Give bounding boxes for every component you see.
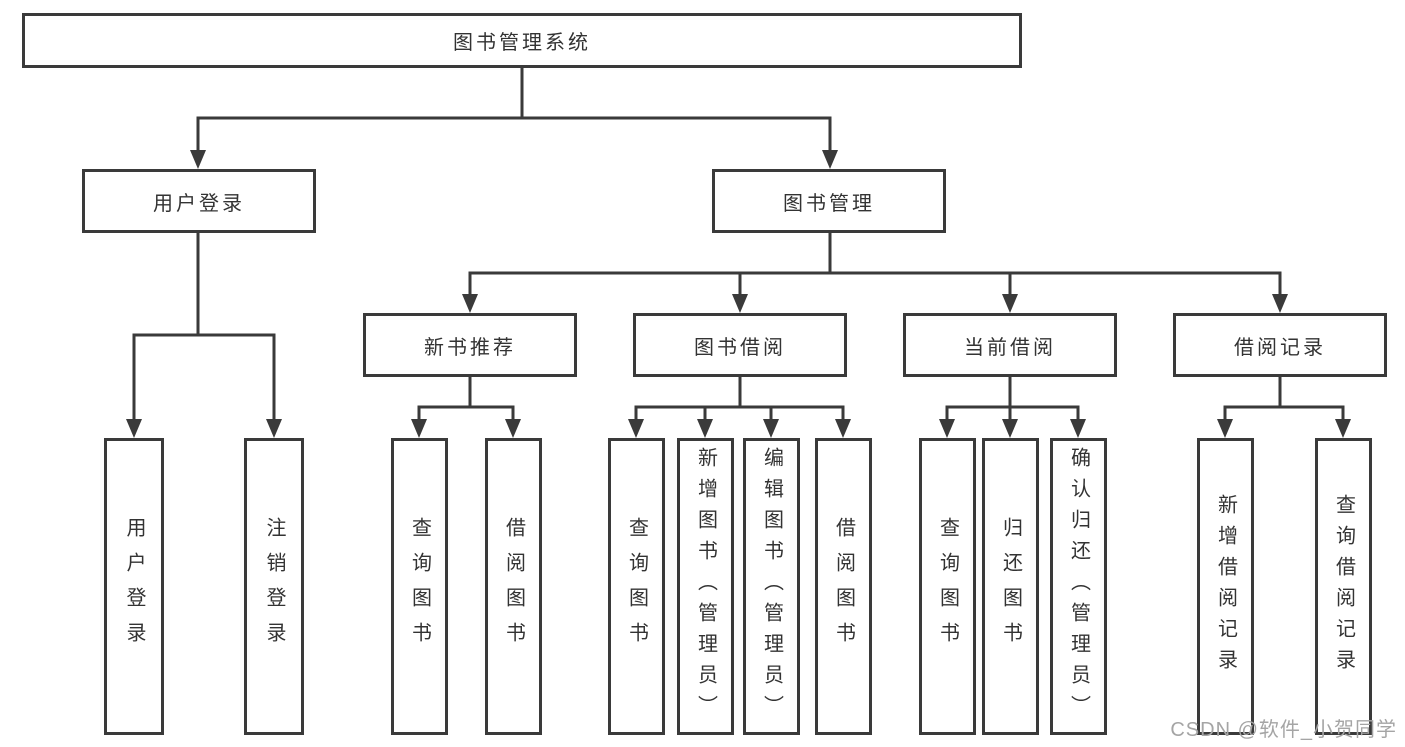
node-new-book-recommend: 新书推荐 xyxy=(363,313,577,377)
leaf-add-borrow-record: 新增借阅记录 xyxy=(1197,438,1254,735)
leaf-label: 用户登录 xyxy=(123,516,145,657)
leaf-query-borrow-record: 查询借阅记录 xyxy=(1315,438,1372,735)
arrowhead-path xyxy=(126,150,1351,438)
leaf-query-books-recommend: 查询图书 xyxy=(391,438,448,735)
leaf-label: 编辑图书（管理员） xyxy=(760,447,783,726)
leaf-label: 归还图书 xyxy=(999,516,1022,657)
leaf-query-books-current: 查询图书 xyxy=(919,438,976,735)
leaf-add-book-admin: 新增图书（管理员） xyxy=(677,438,734,735)
leaf-label: 新增图书（管理员） xyxy=(694,447,717,726)
leaf-return-book: 归还图书 xyxy=(982,438,1039,735)
node-current-borrow: 当前借阅 xyxy=(903,313,1117,377)
node-user-login: 用户登录 xyxy=(82,169,316,233)
node-book-management: 图书管理 xyxy=(712,169,946,233)
node-label: 用户登录 xyxy=(153,192,245,215)
leaf-query-books-borrow: 查询图书 xyxy=(608,438,665,735)
leaf-label: 查询图书 xyxy=(408,516,431,657)
node-root-system: 图书管理系统 xyxy=(22,13,1022,68)
leaf-borrow-books: 借阅图书 xyxy=(815,438,872,735)
node-label: 新书推荐 xyxy=(424,336,516,359)
watermark: CSDN @软件_小贺同学 xyxy=(1170,719,1397,741)
leaf-label: 查询图书 xyxy=(936,516,959,657)
node-label: 当前借阅 xyxy=(964,336,1056,359)
leaf-edit-book-admin: 编辑图书（管理员） xyxy=(743,438,800,735)
leaf-user-login: 用户登录 xyxy=(104,438,164,735)
leaf-confirm-return-admin: 确认归还（管理员） xyxy=(1050,438,1107,735)
leaf-label: 查询借阅记录 xyxy=(1332,493,1355,680)
node-book-borrow: 图书借阅 xyxy=(633,313,847,377)
leaf-label: 借阅图书 xyxy=(502,516,525,657)
leaf-borrow-books-recommend: 借阅图书 xyxy=(485,438,542,735)
node-label: 借阅记录 xyxy=(1234,336,1326,359)
leaf-label: 查询图书 xyxy=(625,516,648,657)
node-label: 图书管理 xyxy=(783,192,875,215)
leaf-label: 注销登录 xyxy=(263,516,285,657)
leaf-label: 借阅图书 xyxy=(832,516,855,657)
leaf-logout: 注销登录 xyxy=(244,438,304,735)
leaf-label: 确认归还（管理员） xyxy=(1067,447,1090,726)
node-label: 图书借阅 xyxy=(694,336,786,359)
node-borrow-record: 借阅记录 xyxy=(1173,313,1387,377)
node-label: 图书管理系统 xyxy=(453,32,591,54)
connector-path xyxy=(132,65,1345,423)
leaf-label: 新增借阅记录 xyxy=(1214,493,1237,680)
